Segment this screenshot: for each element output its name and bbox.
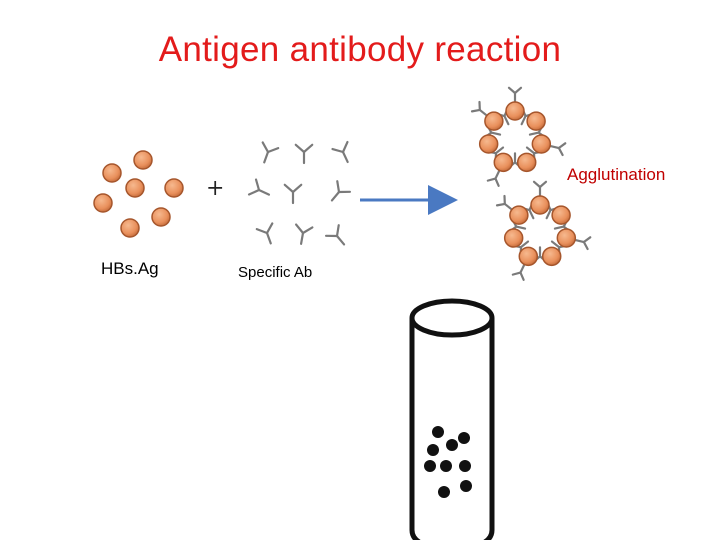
antibody-icon [324,224,346,246]
test-tube-icon [409,298,495,540]
bound-antigen-icon [478,134,499,154]
antigen-sphere-icon [133,150,153,170]
antibody-icon [283,183,303,205]
antibody-icon [330,180,352,202]
outer-antibody-icon [470,100,488,117]
antibody-label: Specific Ab [238,264,313,281]
agglutinated-particles [424,426,472,498]
outer-antibody-icon [574,236,592,251]
particle-icon [432,426,444,438]
page-title: Antigen antibody reaction [158,30,562,69]
antigen-sphere-icon [125,178,145,198]
bound-antigen-icon [493,152,514,173]
antibody-icon [331,140,349,164]
particle-icon [440,460,452,472]
antibody-group [247,140,352,246]
antigen-sphere-icon [120,218,140,238]
bound-antigen-icon [556,228,577,248]
agglutination-complex-bottom [495,180,592,281]
bound-antigen-icon [541,246,562,267]
antibody-icon [261,141,280,164]
outer-antibody-icon [495,194,513,211]
antigen-sphere-icon [164,178,184,198]
antibody-icon [247,178,271,196]
outer-antibody-icon [507,86,523,103]
antibody-icon [294,143,314,165]
plus-operator: + [206,176,225,201]
antigen-label: HBs.Ag [101,259,159,278]
bound-antigen-icon [530,195,550,215]
particle-icon [460,480,472,492]
bound-antigen-icon [531,134,552,154]
bound-antigen-icon [484,111,504,131]
particle-icon [458,432,470,444]
particle-icon [459,460,471,472]
particle-icon [438,486,450,498]
bound-antigen-icon [503,228,524,248]
antibody-icon [255,222,274,245]
outer-antibody-icon [549,142,567,157]
antibody-icon [295,223,314,245]
particle-icon [446,439,458,451]
bound-antigen-icon [526,111,546,131]
outer-antibody-icon [486,170,501,187]
antigen-sphere-icon [93,193,113,213]
particle-icon [427,444,439,456]
outer-antibody-icon [511,264,526,281]
particle-icon [424,460,436,472]
bound-antigen-icon [518,246,539,267]
antigen-sphere-icon [102,163,122,183]
antigen-sphere-icon [151,207,171,227]
bound-antigen-icon [516,152,537,173]
agglutination-complex-top [470,86,567,187]
antigen-group [93,150,184,238]
bound-antigen-icon [551,205,571,225]
bound-antigen-icon [505,101,525,121]
outer-antibody-icon [532,180,548,197]
agglutination-label: Agglutination [567,165,666,184]
bound-antigen-icon [509,205,529,225]
